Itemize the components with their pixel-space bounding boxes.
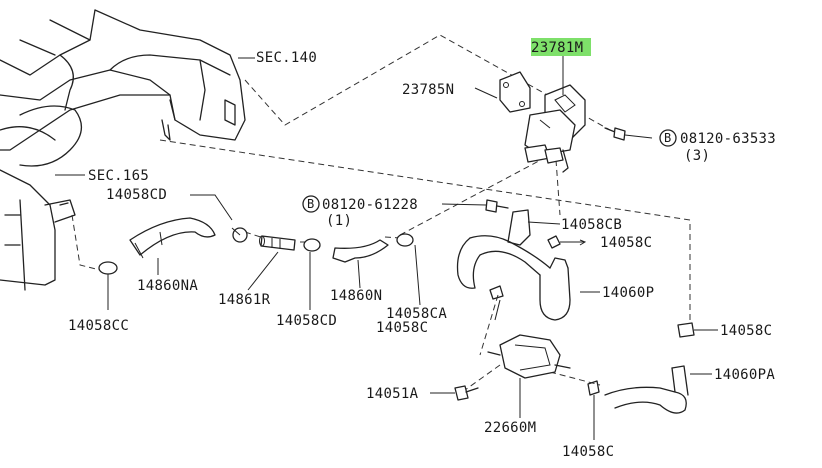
part-labels: SEC.140 SEC.165 23781M 23785N B 08120-63… (68, 40, 776, 460)
bracket-14058cb-drawing (507, 209, 561, 246)
clip-14058c-b-drawing (489, 285, 504, 300)
clip-14058cd-bot-drawing (303, 238, 321, 310)
label-14058c-d[interactable]: 14058C (562, 444, 614, 460)
label-sec165[interactable]: SEC.165 (88, 168, 149, 184)
clip-14058c-c-drawing (677, 322, 718, 338)
label-14058cd-top[interactable]: 14058CD (106, 187, 167, 203)
label-23785n[interactable]: 23785N (402, 82, 454, 98)
label-14058ca[interactable]: 14058CA (386, 306, 447, 322)
intake-manifold-drawing (0, 9, 246, 167)
bolt-mid-drawing (302, 195, 509, 213)
hose-14860na-drawing (129, 217, 216, 275)
clip-14058cd-top-drawing (190, 194, 248, 243)
label-14860n[interactable]: 14860N (330, 288, 382, 304)
hose-14060pa-drawing (604, 365, 712, 414)
label-sec140[interactable]: SEC.140 (256, 50, 317, 66)
label-bolt-08120-63533[interactable]: 08120-63533 (680, 131, 776, 147)
clip-14058c-d-drawing (587, 380, 600, 440)
label-bolt-qty-1: (1) (326, 213, 352, 229)
clip-14058cc-drawing (98, 261, 118, 310)
label-14051a[interactable]: 14051A (366, 386, 419, 402)
label-14058c-c[interactable]: 14058C (720, 323, 772, 339)
engine-block-drawing (0, 169, 76, 291)
label-14060p[interactable]: 14060P (602, 285, 654, 301)
label-bolt-08120-61228[interactable]: 08120-61228 (322, 197, 418, 213)
label-22660m[interactable]: 22660M (484, 420, 536, 436)
highlight-23781m (531, 38, 591, 56)
hose-14860n-drawing (332, 239, 389, 289)
leader-lines (55, 56, 564, 321)
valve-22660m-drawing (487, 334, 571, 418)
clip-14058ca-drawing (396, 233, 421, 306)
bolt-prefix-top: B (664, 131, 672, 145)
label-14058cd-bot[interactable]: 14058CD (276, 313, 337, 329)
label-14058cb[interactable]: 14058CB (561, 217, 622, 233)
solenoid-valve-drawing (499, 71, 586, 173)
label-14058c-b[interactable]: 14058C (376, 320, 428, 336)
label-14058cc[interactable]: 14058CC (68, 318, 129, 334)
label-bolt-qty-3: (3) (684, 148, 710, 164)
clip-14058c-a-drawing (547, 235, 587, 249)
label-14860na[interactable]: 14860NA (137, 278, 198, 294)
bolt-14051a-drawing (430, 385, 479, 401)
label-14861r[interactable]: 14861R (218, 292, 271, 308)
bolt-top-drawing (604, 127, 677, 147)
label-14060pa[interactable]: 14060PA (714, 367, 775, 383)
label-23781m[interactable]: 23781M (531, 40, 583, 56)
bolt-prefix-mid: B (307, 197, 315, 211)
pipe-14861r-drawing (247, 235, 296, 291)
label-14058c-a[interactable]: 14058C (600, 235, 652, 251)
hose-14060p-drawing (456, 235, 600, 321)
